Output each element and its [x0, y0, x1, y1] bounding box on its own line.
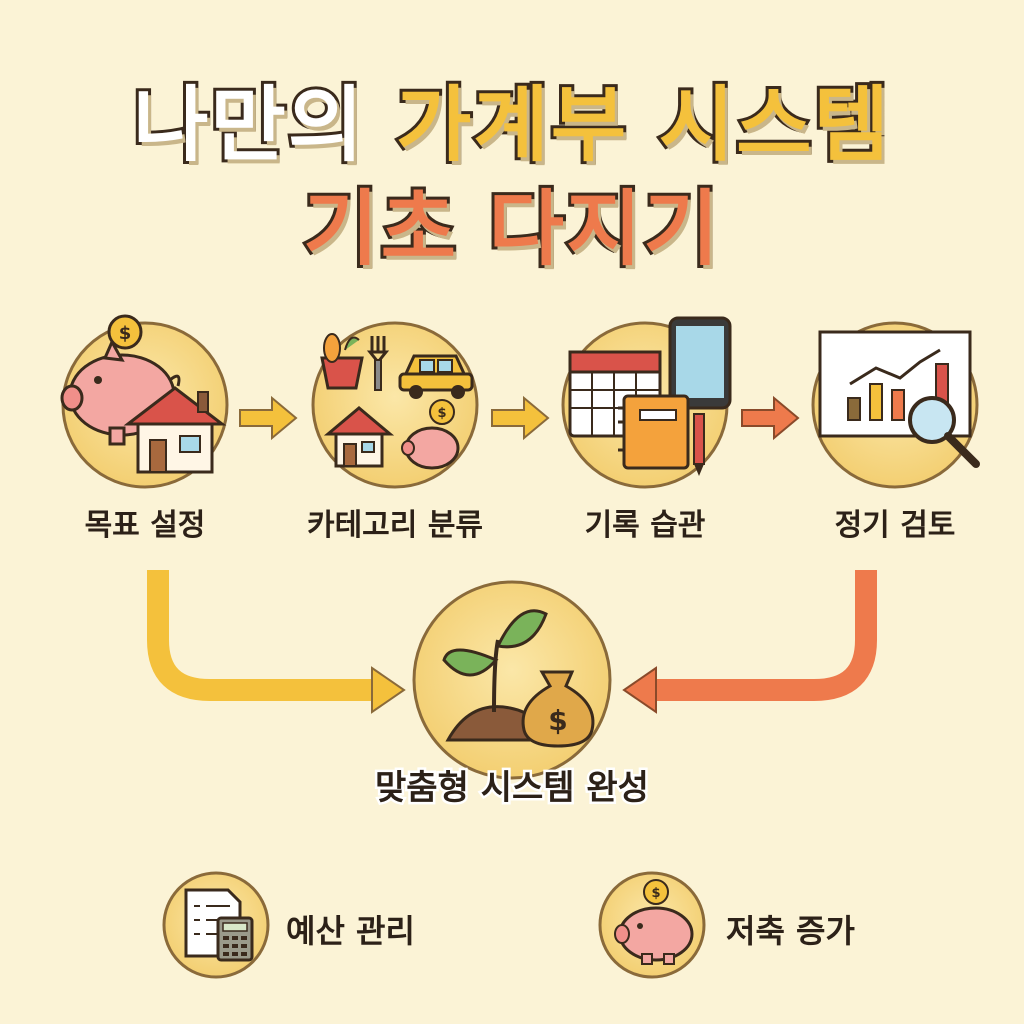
title-word-1: 나만의: [130, 75, 366, 176]
title-word-2: 가계부 시스템: [393, 75, 892, 176]
small-house-icon: [323, 406, 395, 468]
magnifier-icon: [908, 396, 980, 468]
phone-icon: [668, 316, 732, 410]
notebook-icon: [618, 394, 690, 470]
arrow-left-head: [371, 666, 406, 714]
chart-board-icon: [818, 330, 972, 438]
title-word-3: 기초 다지기: [300, 179, 722, 280]
arrow-1: [239, 395, 298, 441]
piggy-bank-coin-icon: $: [614, 879, 694, 965]
svg-text:$: $: [437, 406, 446, 421]
step-1-icon: $: [60, 314, 229, 489]
step-2-icon: $: [311, 321, 479, 489]
step-4-icon: [811, 321, 980, 489]
result-label: 맞춤형 시스템 완성: [373, 766, 652, 811]
car-icon: [398, 354, 474, 399]
svg-text:$: $: [651, 886, 660, 901]
title-line-2: 기초 다지기: [0, 162, 1024, 281]
step-label-2: 카테고리 분류: [306, 508, 484, 543]
arrow-left-to-center: [147, 570, 380, 701]
step-label-1: 목표 설정: [84, 508, 206, 543]
house-icon: [123, 386, 227, 474]
arrow-3: [741, 395, 800, 441]
svg-text:$: $: [119, 323, 132, 344]
pen-icon: [693, 413, 705, 476]
fork-icon: [366, 336, 390, 391]
arrow-right-to-center: [648, 570, 877, 701]
small-piggy-icon: $: [401, 399, 460, 470]
benefit-label-2: 저축 증가: [726, 912, 855, 950]
benefit-2-icon: $: [598, 871, 706, 979]
grocery-basket-icon: [320, 333, 364, 390]
calculator-icon: [216, 916, 254, 962]
result-icon: $: [412, 580, 612, 780]
arrow-2: [491, 395, 550, 441]
step-3-icon: [561, 316, 732, 489]
benefit-1-icon: [162, 871, 270, 979]
title-line-1: 나만의 가계부 시스템: [0, 58, 1024, 177]
svg-text:$: $: [548, 704, 567, 737]
benefit-label-1: 예산 관리: [286, 912, 415, 950]
step-label-4: 정기 검토: [834, 508, 956, 543]
coin-icon: $: [107, 314, 143, 350]
arrow-right-head: [622, 666, 657, 714]
step-label-3: 기록 습관: [584, 508, 706, 543]
money-bag-icon: $: [521, 670, 595, 748]
